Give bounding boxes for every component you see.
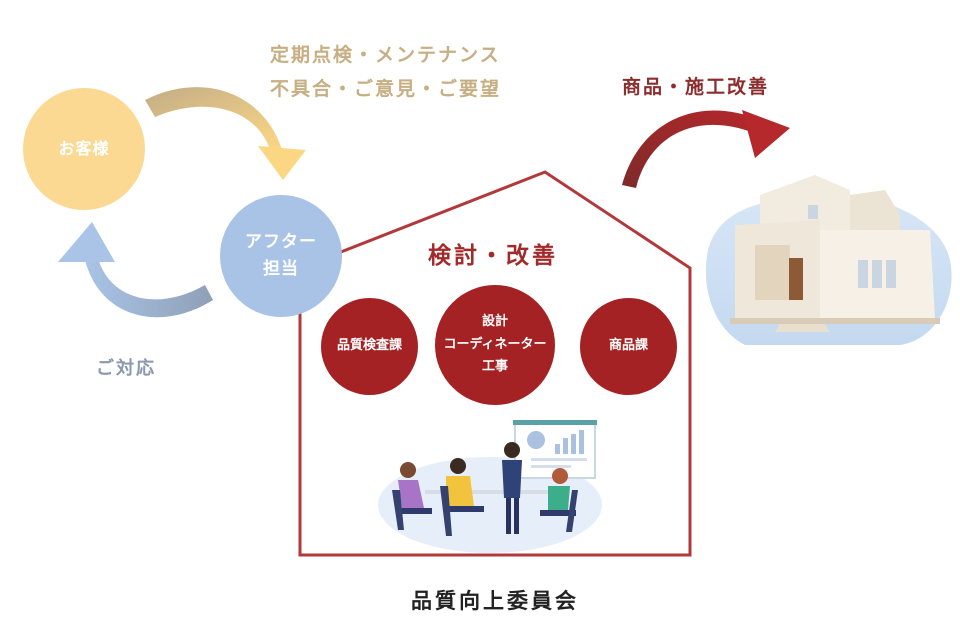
feedback-label: 定期点検・メンテナンス 不具合・ご意見・ご要望 [270,38,501,106]
feedback-line1: 定期点検・メンテナンス [270,44,501,66]
support-arrow [58,222,213,318]
department-label: コーディネーター [443,336,547,352]
after-service-label-line2: 担当 [263,259,299,279]
feedback-line2: 不具合・ご意見・ご要望 [270,78,502,100]
department-design-coordinator-construction: 設計 コーディネーター 工事 [435,285,555,405]
meeting-illustration [378,420,602,553]
customer-label: お客様 [58,139,110,159]
department-label: 商品課 [608,338,648,354]
feedback-arrow [145,87,306,180]
department-label: 品質検査課 [336,338,402,354]
customer-circle: お客様 [23,88,145,210]
committee-label: 品質向上委員会 [411,589,579,613]
house-title: 検討・改善 [428,243,558,269]
department-label: 設計 [481,313,508,329]
department-product: 商品課 [580,298,677,395]
department-label: 工事 [481,359,508,375]
after-service-label-line1: アフター [245,231,317,252]
improvement-arrow [622,110,790,188]
department-quality-inspection: 品質検査課 [321,298,418,395]
after-service-circle: アフター 担当 [220,195,342,317]
improvement-label: 商品・施工改善 [622,76,770,98]
house-illustration [705,175,952,345]
support-label: ご対応 [96,358,156,379]
